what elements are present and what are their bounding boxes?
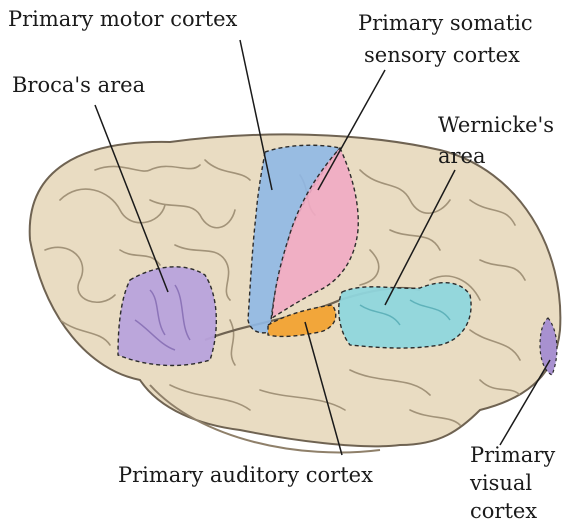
label-primary-somatic-sensory-cortex-2: sensory cortex [364,42,520,69]
label-brocas-area: Broca's area [12,72,145,99]
brocas-area-region [118,267,216,366]
wernickes-area-region [339,283,471,348]
label-primary-motor-cortex: Primary motor cortex [8,6,237,33]
label-primary-auditory-cortex: Primary auditory cortex [118,462,373,489]
label-wernickes-area-1: Wernicke's [438,112,554,139]
label-primary-visual-cortex-3: cortex [470,498,537,525]
label-primary-visual-cortex-2: visual [470,470,532,497]
label-primary-somatic-sensory-cortex-1: Primary somatic [358,10,533,37]
label-wernickes-area-2: area [438,143,486,170]
label-primary-visual-cortex-1: Primary [470,442,555,469]
